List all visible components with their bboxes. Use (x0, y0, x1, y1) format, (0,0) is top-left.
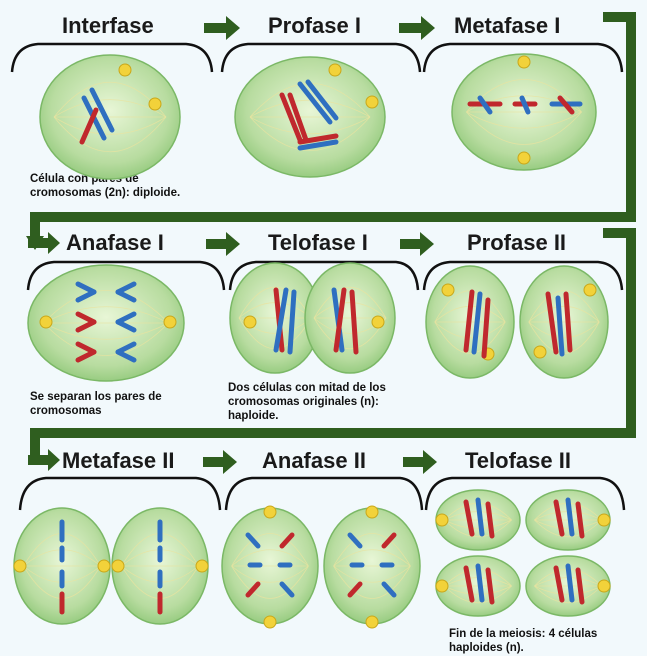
cell-metafase-2-left (14, 508, 110, 624)
cell-anafase-2-left (222, 506, 318, 628)
arrow-profase-metafase (399, 16, 435, 40)
arrow-anafase-telofase-2 (403, 450, 437, 474)
cell-metafase-2-right (112, 508, 208, 624)
cells-group (14, 54, 610, 628)
bracket-anafase-2 (226, 478, 422, 510)
arrow-anafase-telofase-1 (206, 232, 240, 256)
cell-profase-2-right (520, 266, 608, 378)
arrow-metafase-anafase-2 (203, 450, 237, 474)
arrow-interfase-profase (204, 16, 240, 40)
cell-anafase-2-right (324, 506, 420, 628)
bracket-metafase-2 (20, 478, 220, 510)
arrow-telofase-profase-2 (400, 232, 434, 256)
cell-telofase-2-top-left (436, 490, 520, 550)
cell-profase-1 (235, 57, 385, 177)
cell-metafase-1 (452, 54, 596, 170)
cell-anafase-1 (28, 265, 184, 381)
cell-telofase-2-bottom-left (436, 556, 520, 616)
cell-profase-2-left (426, 266, 514, 378)
cell-telofase-2-bottom-right (526, 556, 610, 616)
cell-telofase-2-top-right (526, 490, 610, 550)
cell-telofase-1-right (305, 263, 395, 373)
cell-interfase (40, 55, 180, 179)
